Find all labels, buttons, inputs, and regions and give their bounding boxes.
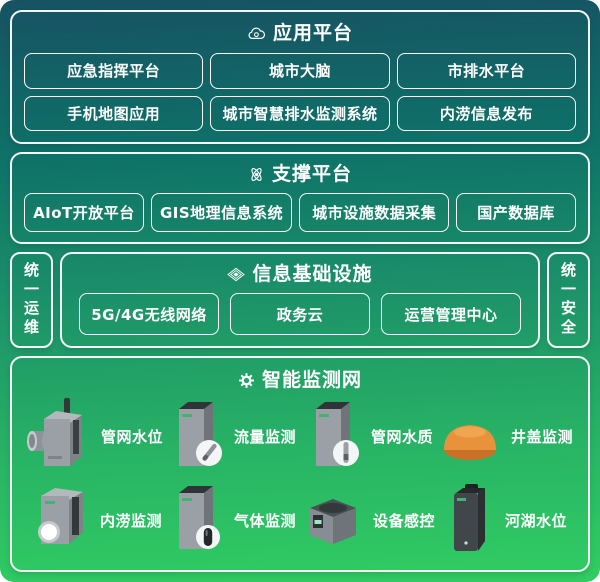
- button-emergency-command-platform: 应急指挥平台: [24, 53, 204, 89]
- button-city-brain: 城市大脑: [210, 53, 390, 89]
- device-pipe-water-level: 管网水位: [26, 395, 163, 479]
- device-label: 井盖监测: [510, 428, 573, 447]
- infrastructure-title-row: 信息基础设施: [76, 261, 524, 287]
- button-domestic-database: 国产数据库: [456, 193, 576, 232]
- section-smart-monitoring-network: 智能监测网: [10, 356, 590, 572]
- section-information-infrastructure: 信息基础设施 5G/4G无线网络 政务云 运营管理中心: [60, 252, 540, 348]
- infrastructure-buttons: 5G/4G无线网络 政务云 运营管理中心: [76, 293, 524, 335]
- unified-security-bar: 统一安全: [547, 252, 590, 348]
- device-river-level: 河湖水位: [437, 479, 574, 563]
- application-buttons: 应急指挥平台 城市大脑 市排水平台 手机地图应用 城市智慧排水监测系统 内涝信息…: [24, 53, 576, 131]
- button-gis-system: GIS地理信息系统: [150, 193, 293, 232]
- button-smart-drainage-monitor-system: 城市智慧排水监测系统: [210, 95, 390, 131]
- device-sense-control: 设备感控: [300, 479, 437, 563]
- monitoring-title-row: 智能监测网: [26, 367, 574, 393]
- river-level-icon: [444, 481, 496, 559]
- application-platform-title-row: 应用平台: [24, 20, 576, 46]
- device-label: 管网水质: [370, 428, 433, 447]
- support-platform-title-row: 支撑平台: [24, 161, 576, 187]
- layers-diamond-icon: [227, 267, 246, 282]
- device-water-quality: 管网水质: [300, 395, 437, 479]
- infrastructure-row: 统一运维 信息基础设施 5G/4G无线网络 政务云 运营管理中心 统一安全: [10, 252, 590, 348]
- unified-ops-bar: 统一运维: [10, 252, 53, 348]
- device-sense-icon: [302, 489, 364, 551]
- support-buttons: AIoT开放平台 GIS地理信息系统 城市设施数据采集 国产数据库: [24, 193, 576, 232]
- device-flood-monitor: 内涝监测: [26, 479, 163, 563]
- button-aiot-open-platform: AIoT开放平台: [24, 193, 144, 232]
- device-label: 气体监测: [234, 511, 297, 530]
- infrastructure-title: 信息基础设施: [252, 263, 373, 285]
- device-label: 管网水位: [101, 428, 164, 447]
- flood-monitor-icon: [27, 482, 91, 558]
- device-grid: 管网水位 流量监测: [26, 395, 574, 562]
- button-flood-info-release: 内涝信息发布: [396, 95, 576, 131]
- flow-monitor-icon: [167, 396, 225, 478]
- section-support-platform: 支撑平台 AIoT开放平台 GIS地理信息系统 城市设施数据采集 国产数据库: [10, 152, 590, 244]
- monitoring-title: 智能监测网: [261, 369, 362, 391]
- device-label: 设备感控: [372, 511, 435, 530]
- button-operation-management-center: 运营管理中心: [381, 293, 521, 335]
- device-label: 内涝监测: [100, 511, 163, 530]
- button-5g4g-wireless-network: 5G/4G无线网络: [79, 293, 219, 335]
- device-label: 河湖水位: [504, 511, 567, 530]
- pipe-water-level-icon: [26, 396, 92, 478]
- device-manhole-cover: 井盖监测: [437, 395, 574, 479]
- cloud-gear-icon: [247, 26, 266, 41]
- button-government-cloud: 政务云: [230, 293, 370, 335]
- application-platform-title: 应用平台: [272, 22, 353, 44]
- gas-monitor-icon: [167, 481, 225, 559]
- button-city-facility-data-collection: 城市设施数据采集: [299, 193, 450, 232]
- manhole-cover-icon: [438, 405, 502, 469]
- button-mobile-map-app: 手机地图应用: [24, 95, 204, 131]
- device-flow-monitor: 流量监测: [163, 395, 300, 479]
- gear-icon: [238, 372, 255, 389]
- button-city-drainage-platform: 市排水平台: [396, 53, 576, 89]
- device-gas-monitor: 气体监测: [163, 479, 300, 563]
- water-quality-icon: [304, 396, 362, 478]
- device-label: 流量监测: [234, 428, 297, 447]
- section-application-platform: 应用平台 应急指挥平台 城市大脑 市排水平台 手机地图应用 城市智慧排水监测系统…: [10, 10, 590, 144]
- support-platform-title: 支撑平台: [271, 163, 352, 185]
- atom-icon: [248, 166, 265, 183]
